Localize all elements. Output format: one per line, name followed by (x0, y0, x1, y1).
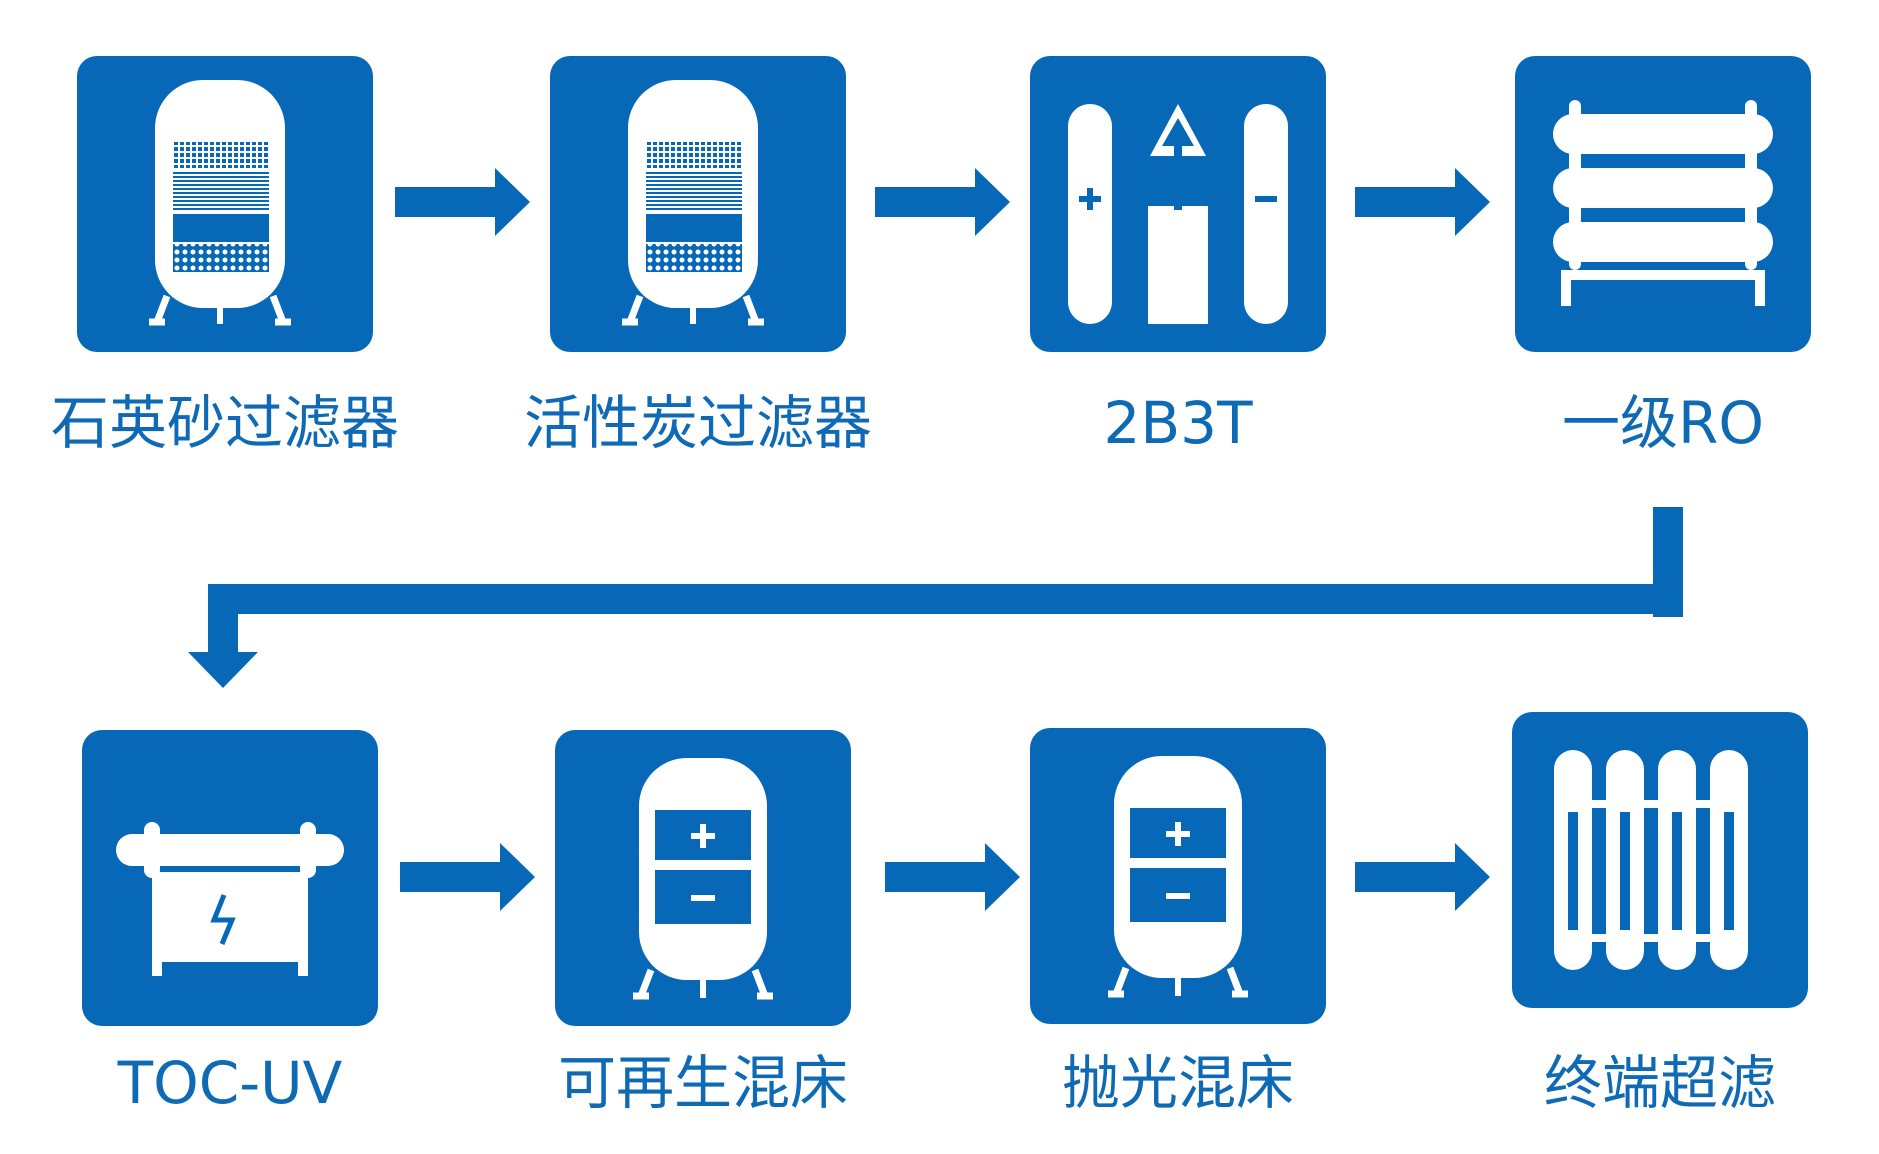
step-label: 终端超滤 (1543, 1049, 1776, 1117)
step-label: 2B3T (1103, 389, 1253, 457)
return-arrow-icon (188, 507, 1683, 688)
step-label: 活性炭过滤器 (523, 389, 872, 457)
mixed-bed-icon (555, 730, 851, 1026)
step-label: 石英砂过滤器 (50, 389, 399, 457)
quartz-sand-filter-icon (77, 56, 373, 352)
step-label: 可再生混床 (557, 1049, 848, 1117)
ultrafiltration-icon (1512, 712, 1808, 1008)
arrow-right-icon (395, 168, 530, 236)
step-tile-activated-carbon-filter (550, 56, 846, 352)
ion-exchange-icon (1030, 56, 1326, 352)
mixed-bed-icon (1030, 728, 1326, 1024)
step-tile-terminal-ultrafiltration (1512, 712, 1808, 1008)
arrow-right-icon (1355, 168, 1490, 236)
step-label: TOC-UV (117, 1049, 343, 1117)
step-label: 抛光混床 (1061, 1049, 1294, 1117)
step-label: 一级RO (1562, 389, 1764, 457)
arrow-right-icon (885, 843, 1020, 911)
step-tile-polishing-mixed-bed (1030, 728, 1326, 1024)
activated-carbon-filter-icon (550, 56, 846, 352)
step-tile-quartz-sand-filter (77, 56, 373, 352)
step-tile-primary-ro (1515, 56, 1811, 352)
arrow-right-icon (1355, 843, 1490, 911)
step-tile-toc-uv (82, 730, 378, 1026)
ro-membrane-icon (1515, 56, 1811, 352)
uv-lamp-icon (82, 730, 378, 1026)
arrow-right-icon (875, 168, 1010, 236)
step-tile-regenerable-mixed-bed (555, 730, 851, 1026)
arrow-right-icon (400, 843, 535, 911)
step-tile-2b3t (1030, 56, 1326, 352)
